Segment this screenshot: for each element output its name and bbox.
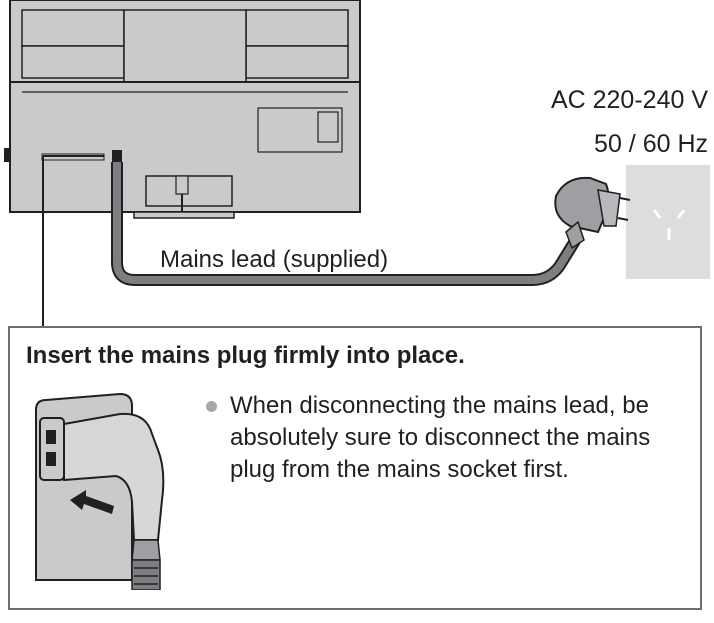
inlet-socket-icon <box>39 417 65 481</box>
bullet-icon <box>206 401 217 412</box>
supply-frequency-label: 50 / 60 Hz <box>594 130 708 158</box>
callout-pointer <box>42 155 104 326</box>
mains-plug-icon <box>63 412 165 590</box>
disconnect-note-text: When disconnecting the mains lead, be ab… <box>230 392 651 483</box>
mains-lead-label: Mains lead (supplied) <box>160 246 389 273</box>
callout-heading: Insert the mains plug firmly into place. <box>26 342 465 369</box>
insertion-callout: Insert the mains plug firmly into place. <box>8 326 702 610</box>
insert-arrow-icon <box>70 490 114 514</box>
wall-socket-icon <box>626 165 710 279</box>
supply-voltage-label: AC 220-240 V <box>550 86 708 114</box>
mains-cable-icon <box>111 162 584 286</box>
plug-insert-illustration <box>35 392 165 590</box>
mains-plug-icon <box>554 176 631 250</box>
tv-back-icon <box>4 0 361 219</box>
